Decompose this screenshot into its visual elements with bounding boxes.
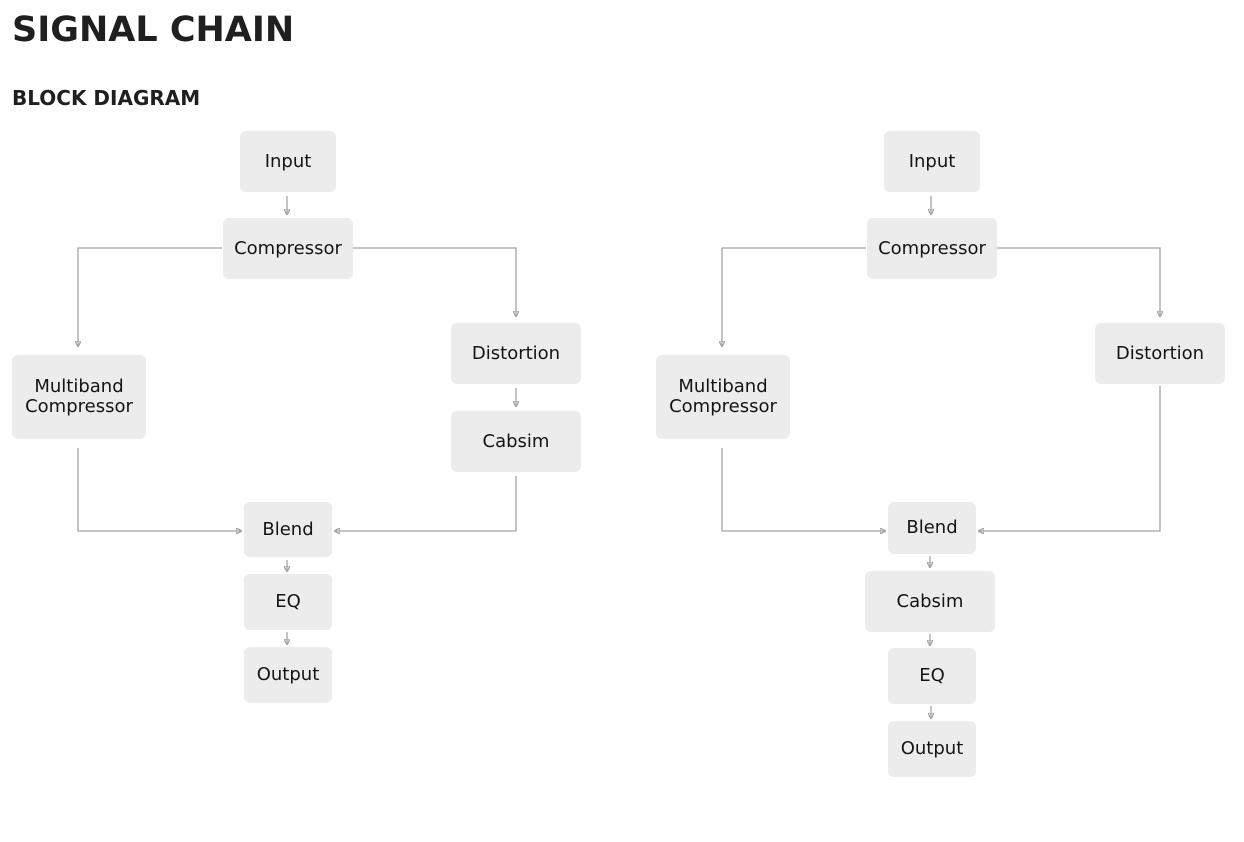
block-multiband-compressor[interactable]: Multiband Compressor	[656, 355, 790, 439]
block-cabsim[interactable]: Cabsim	[865, 571, 995, 632]
block-distortion[interactable]: Distortion	[451, 323, 581, 384]
wire-compressor-to-multiband	[722, 247, 866, 346]
diagram-2-wires	[722, 196, 1160, 718]
wire-distortion-to-blend	[979, 386, 1161, 531]
block-input[interactable]: Input	[884, 131, 980, 192]
block-output[interactable]: Output	[244, 647, 332, 703]
wire-compressor-to-distortion	[997, 247, 1160, 316]
wire-compressor-to-multiband	[78, 247, 222, 346]
block-eq[interactable]: EQ	[888, 648, 976, 704]
block-blend[interactable]: Blend	[888, 502, 976, 554]
block-eq[interactable]: EQ	[244, 574, 332, 630]
block-input[interactable]: Input	[240, 131, 336, 192]
block-cabsim[interactable]: Cabsim	[451, 411, 581, 472]
block-distortion[interactable]: Distortion	[1095, 323, 1225, 384]
block-output[interactable]: Output	[888, 721, 976, 777]
block-multiband-compressor[interactable]: Multiband Compressor	[12, 355, 146, 439]
section-title: BLOCK DIAGRAM	[12, 86, 201, 110]
block-compressor[interactable]: Compressor	[867, 218, 997, 279]
page-title: SIGNAL CHAIN	[12, 10, 295, 50]
block-blend[interactable]: Blend	[244, 502, 332, 557]
block-compressor[interactable]: Compressor	[223, 218, 353, 279]
wire-multiband-to-blend	[721, 448, 885, 531]
wire-cabsim-to-blend	[335, 476, 517, 531]
wire-compressor-to-distortion	[353, 247, 516, 316]
wire-multiband-to-blend	[77, 448, 241, 531]
diagram-1-wires	[78, 196, 516, 644]
